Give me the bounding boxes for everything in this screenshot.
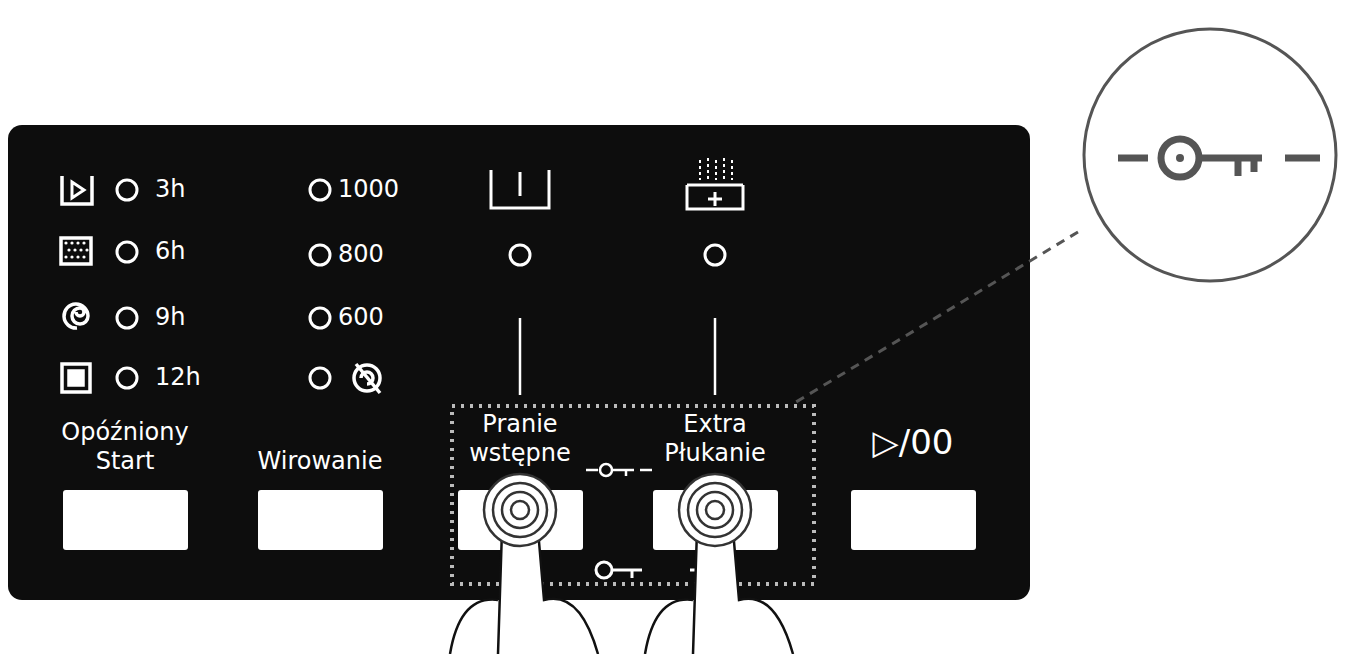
button-face xyxy=(63,490,188,550)
callout-circle xyxy=(1084,29,1336,281)
control-panel xyxy=(8,125,1030,600)
control-button: Opóźniony Start xyxy=(42,418,208,550)
option-icons xyxy=(491,170,743,209)
control-button: Extra Płukanie xyxy=(637,410,793,550)
delay-hours-label: 6h xyxy=(155,237,185,265)
control-button: Wirowanie xyxy=(230,447,410,550)
delay-hours-label: 3h xyxy=(155,175,185,203)
button-face xyxy=(458,490,583,550)
spin-speed-label: 600 xyxy=(338,303,384,331)
spin-speed-label: 800 xyxy=(338,240,384,268)
button-face xyxy=(851,490,976,550)
key-symbol xyxy=(1118,139,1320,177)
finger-press xyxy=(450,474,793,654)
control-button: ▷/00 xyxy=(833,423,993,550)
key-symbol-bottom xyxy=(596,562,706,578)
leader-line xyxy=(796,232,1078,402)
button-face xyxy=(653,490,778,550)
button-label: Extra Płukanie xyxy=(637,410,793,468)
button-label: ▷/00 xyxy=(873,423,954,462)
button-label: Pranie wstępne xyxy=(442,410,598,468)
button-face xyxy=(258,490,383,550)
key-symbol-small xyxy=(586,464,652,476)
delay-hours-label: 9h xyxy=(155,303,185,331)
spin-speed-label: 1000 xyxy=(338,175,399,203)
led-indicators xyxy=(117,180,725,388)
program-icons xyxy=(61,176,92,392)
no-spin-icon xyxy=(354,364,380,393)
button-label: Opóźniony Start xyxy=(42,418,208,476)
delay-hours-label: 12h xyxy=(155,363,201,391)
control-button: Pranie wstępne xyxy=(442,410,598,550)
button-label: Wirowanie xyxy=(258,447,383,476)
